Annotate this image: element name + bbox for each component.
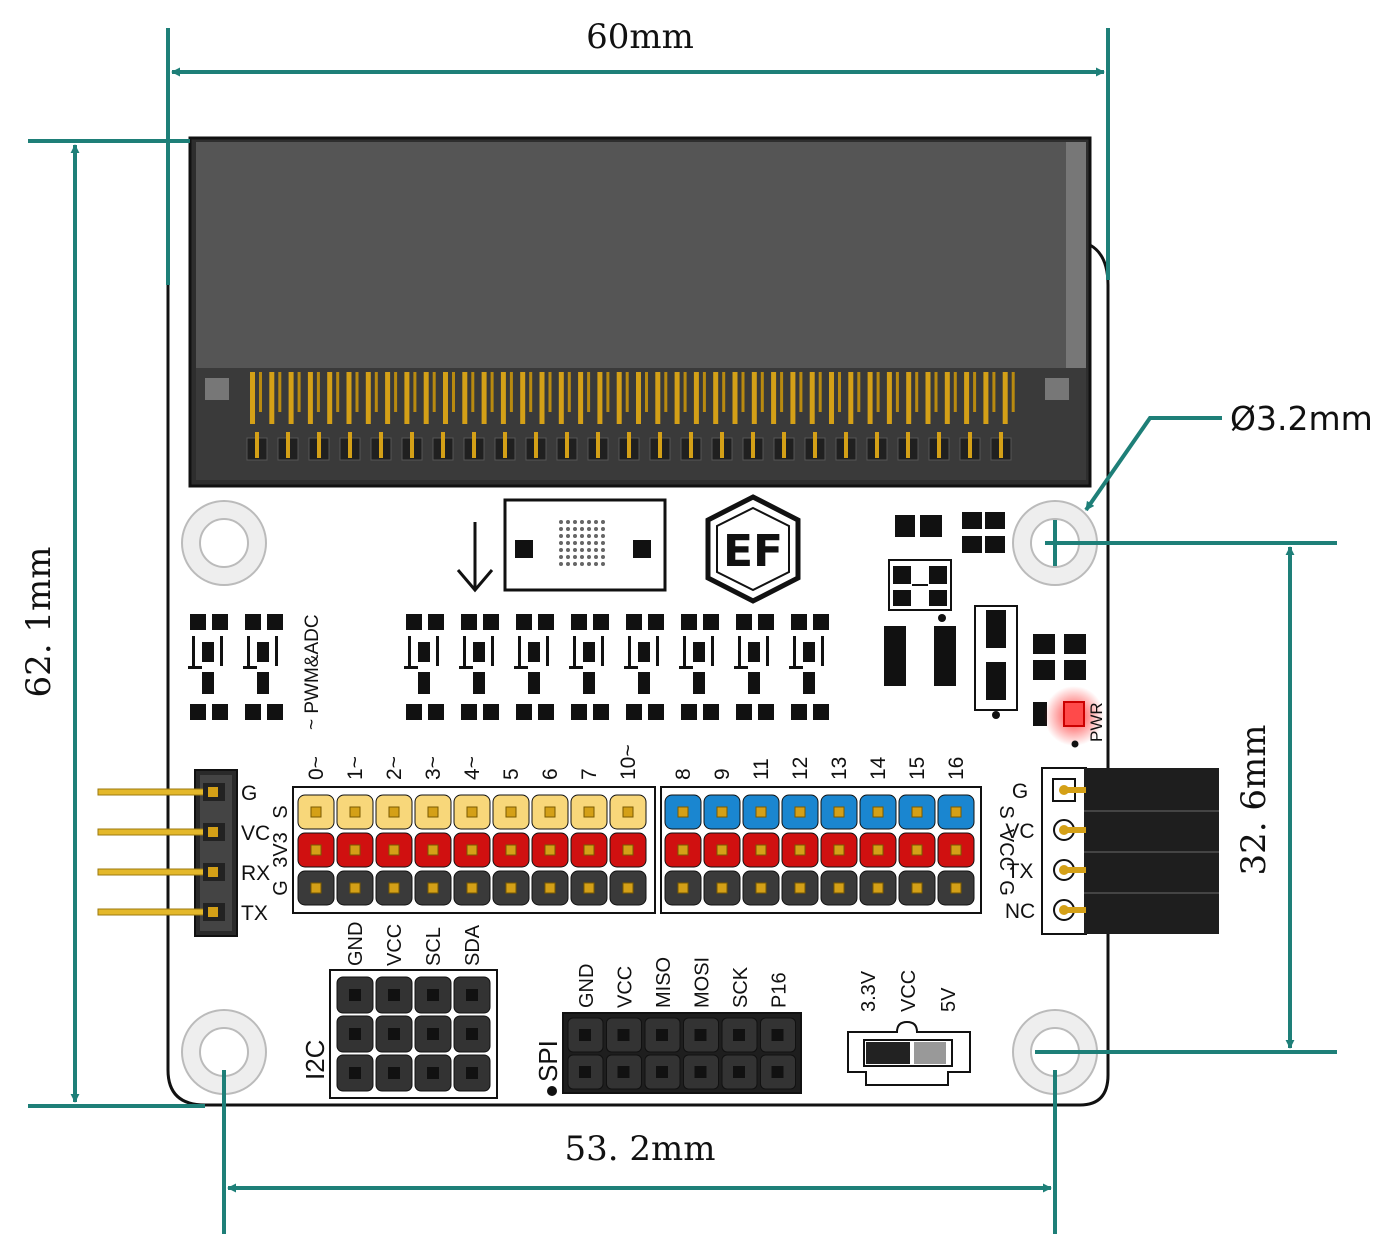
pin-header-left <box>297 794 647 906</box>
pin-number: 14 <box>867 756 890 780</box>
i2c-pin-label: SCL <box>423 927 445 966</box>
i2c-pin-labels: GND VCC SCL SDA <box>345 922 484 966</box>
hole-diameter-leader <box>1084 416 1222 512</box>
switch-label: 5V <box>938 987 960 1012</box>
resistor-array-left <box>188 614 283 720</box>
header-pin-label: G <box>1012 780 1028 803</box>
right-header-labels: G VC TX NC <box>1005 780 1035 923</box>
spi-pin-label: SCK <box>730 966 752 1008</box>
header-pin-label: NC <box>1005 900 1035 923</box>
right-uart-header <box>1041 767 1219 935</box>
spi-pin-label: MOSI <box>692 957 714 1008</box>
connector-contacts <box>250 372 1015 424</box>
pin-number: 8 <box>672 768 695 780</box>
pwr-label: PWR <box>1087 702 1106 742</box>
spi-pin-label: VCC <box>615 966 637 1008</box>
header-pin-label: VC <box>1005 820 1034 843</box>
spi-pin1-dot <box>547 1086 557 1096</box>
spi-pin-label: MISO <box>653 957 675 1008</box>
pin-number: 3~ <box>422 756 445 780</box>
pin-number: 16 <box>945 757 968 780</box>
spi-header <box>562 1012 802 1094</box>
switch-label: 3.3V <box>858 970 880 1012</box>
row-letter: 3V3 <box>270 832 292 868</box>
spi-pin-labels: GND VCC MISO MOSI SCK P16 <box>576 957 791 1008</box>
header-pin-label: G <box>241 782 257 805</box>
height-dimension-label: 62. 1mm <box>19 547 59 698</box>
pin-number: 0~ <box>305 756 328 780</box>
power-regulator-components <box>884 512 1086 726</box>
pin-number: 6 <box>539 768 562 780</box>
left-header-labels: G VC RX TX <box>241 782 270 925</box>
row-letter: G <box>995 880 1017 896</box>
i2c-pin-label: GND <box>345 922 367 966</box>
pin-number: 10~ <box>617 744 640 780</box>
header-pin-label: TX <box>241 902 268 925</box>
pin-number: 7 <box>578 768 601 780</box>
pin-number: 1~ <box>344 756 367 780</box>
pin-number: 11 <box>750 758 773 780</box>
spi-title: SPI <box>533 1040 563 1082</box>
left-uart-header <box>97 769 238 937</box>
i2c-title: I2C <box>300 1040 330 1080</box>
pin-number-labels: 0~ 1~ 2~ 3~ 4~ 5 6 7 10~ 8 9 11 12 13 14 15 16 <box>305 744 968 780</box>
power-led <box>1044 686 1104 748</box>
row-letter: S <box>995 805 1017 818</box>
i2c-pin-label: SDA <box>462 924 484 966</box>
row-letter: VCC <box>995 829 1017 871</box>
dimension-annotations <box>28 28 1337 1234</box>
pin-number: 4~ <box>461 756 484 780</box>
header-pin-label: RX <box>241 862 270 885</box>
ef-logo: EF <box>705 494 801 604</box>
hole-span-horizontal-label: 53. 2mm <box>565 1129 716 1169</box>
i2c-pin-label: VCC <box>384 924 406 966</box>
hole-span-vertical-label: 32. 6mm <box>1234 725 1274 876</box>
pin-header-right <box>664 794 975 906</box>
pwm-adc-label: ~ PWM&ADC <box>302 614 323 730</box>
pin-number: 9 <box>711 768 734 780</box>
i2c-header <box>329 969 498 1099</box>
pin-number: 5 <box>500 768 523 780</box>
switch-labels: 3.3V VCC 5V <box>858 970 960 1012</box>
width-dimension-label: 60mm <box>586 17 694 57</box>
microbit-orientation-icon <box>503 498 667 592</box>
connector-pads <box>246 432 1012 461</box>
pin-number: 13 <box>828 757 851 780</box>
spi-pin-label: GND <box>576 964 598 1008</box>
pin-number: 2~ <box>383 756 406 780</box>
pin-number: 12 <box>789 757 812 780</box>
logo-text: EF <box>723 526 783 577</box>
row-letter: S <box>270 805 292 818</box>
mounting-hole-top-left <box>181 500 267 586</box>
pin-number: 15 <box>906 757 929 780</box>
spi-pin-label: P16 <box>769 972 791 1008</box>
resistor-array-main <box>404 614 829 720</box>
header-pin-label: VC <box>241 822 270 845</box>
right-row-letters: S VCC G <box>995 805 1017 895</box>
edge-connector <box>188 136 1092 488</box>
header-pin-label: TX <box>1007 860 1034 883</box>
insert-direction-arrow-icon <box>456 522 494 593</box>
voltage-select-switch <box>847 1020 971 1086</box>
row-letter: G <box>270 880 292 896</box>
hole-diameter-label: Ø3.2mm <box>1230 399 1373 438</box>
switch-label: VCC <box>898 970 920 1012</box>
